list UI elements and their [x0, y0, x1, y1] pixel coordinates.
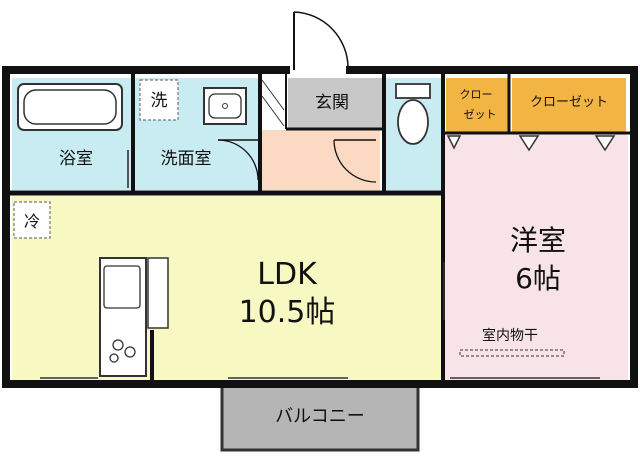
- washroom-door: [217, 139, 259, 181]
- western-room-area: [444, 134, 628, 380]
- entrance-hatch: [261, 79, 285, 127]
- fridge-box: [13, 201, 51, 239]
- kitchen-counter: [99, 257, 169, 377]
- ldk-size-label: 10.5帖: [239, 295, 336, 330]
- hallway-area: [262, 130, 380, 190]
- western-room-label: 洋室: [510, 224, 566, 257]
- drying-label: 室内物干: [482, 327, 538, 344]
- wash-basin: [203, 87, 247, 125]
- closet-small-area: [446, 78, 508, 132]
- ldk-area: [12, 196, 442, 380]
- entrance-area: [288, 78, 384, 128]
- bath-label: 浴室: [59, 149, 93, 169]
- balcony-label: バルコニー: [275, 406, 365, 427]
- window-marks: [40, 262, 600, 379]
- closet-small-label-line2: ゼット: [464, 108, 497, 121]
- ldk-label: LDK: [257, 257, 318, 292]
- fridge-label: 冷: [24, 212, 40, 231]
- washer-label: 洗: [151, 91, 168, 111]
- bathtub: [17, 83, 123, 131]
- entrance-label: 玄関: [315, 93, 349, 113]
- closet-hanger-marks: [446, 135, 616, 152]
- entry-door: [290, 11, 349, 74]
- closet-large-area: [512, 78, 626, 132]
- closet-small-label-line1: クロー: [460, 88, 493, 101]
- closet-large-label: クローゼット: [530, 95, 608, 110]
- western-room-size-label: 6帖: [515, 262, 561, 295]
- hall-door: [333, 139, 377, 183]
- washer-box: [139, 79, 179, 121]
- washroom-label: 洗面室: [161, 149, 212, 169]
- toilet: [395, 83, 431, 145]
- drying-rail: [459, 349, 565, 357]
